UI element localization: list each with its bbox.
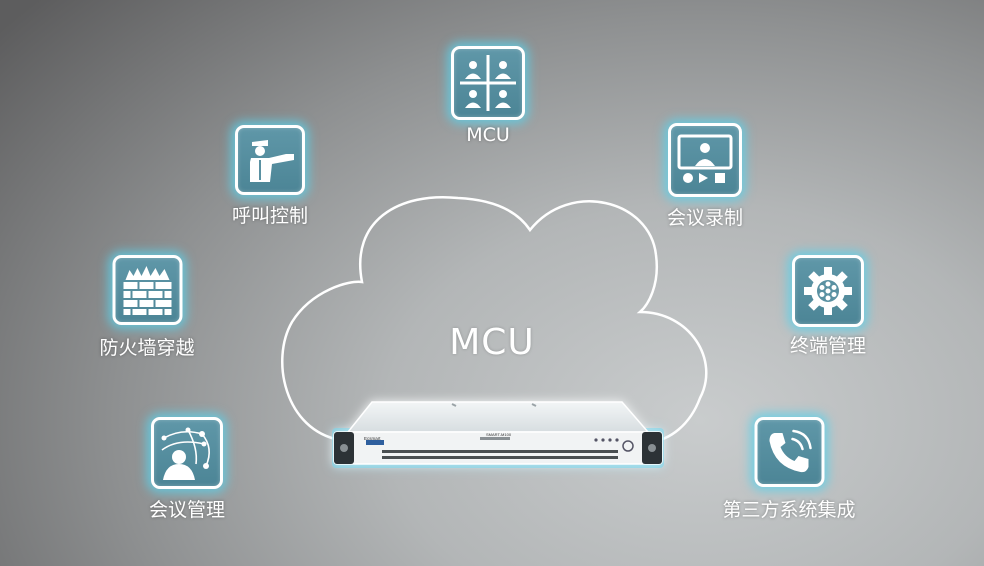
feature-label-terminal: 终端管理 — [789, 335, 867, 357]
phone-icon — [753, 417, 824, 487]
server-front-panel — [334, 403, 662, 464]
device-brand-label: Ecsmart — [364, 436, 381, 441]
feature-recording[interactable]: 会议录制 — [667, 123, 743, 230]
feature-call-control[interactable]: 呼叫控制 — [232, 125, 308, 228]
feature-terminal[interactable]: 终端管理 — [790, 255, 866, 358]
cloud-outline — [281, 195, 708, 444]
recording-screen-icon — [667, 123, 742, 197]
network-person-icon — [150, 417, 223, 489]
cloud-title: MCU — [449, 322, 535, 363]
traffic-police-icon — [234, 125, 305, 195]
feature-label-call-control: 呼叫控制 — [231, 205, 309, 227]
feature-label-recording: 会议录制 — [666, 207, 744, 229]
device-model-label: SMART-M100 — [486, 432, 512, 437]
feature-label-mcu: MCU — [466, 124, 510, 146]
firewall-icon — [111, 255, 182, 325]
feature-integration[interactable]: 第三方系统集成 — [722, 417, 856, 522]
feature-label-firewall: 防火墙穿越 — [99, 337, 195, 359]
feature-label-integration: 第三方系统集成 — [722, 499, 856, 521]
feature-label-management: 会议管理 — [148, 499, 226, 521]
gear-icon — [791, 255, 864, 327]
feature-firewall[interactable]: 防火墙穿越 — [99, 255, 195, 360]
video-grid-icon — [451, 46, 525, 120]
feature-mcu[interactable]: MCU — [451, 46, 525, 146]
feature-management[interactable]: 会议管理 — [149, 417, 225, 522]
